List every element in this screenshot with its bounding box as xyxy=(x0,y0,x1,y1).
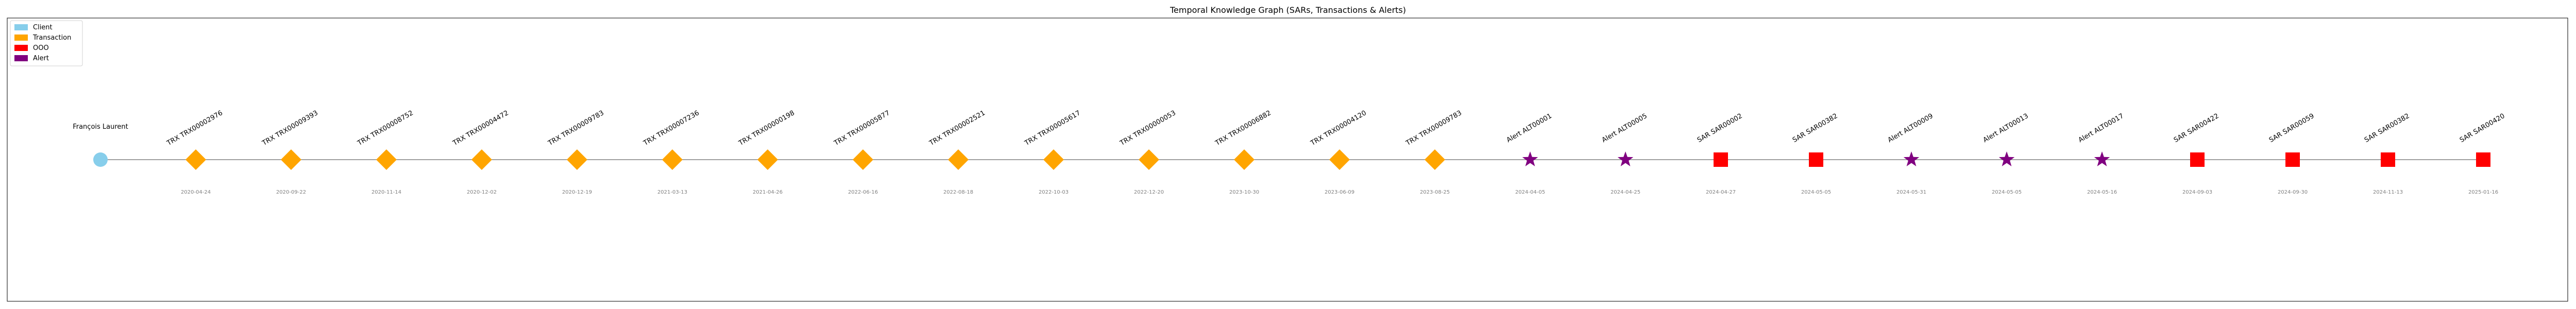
node-date-label: 2023-10-30 xyxy=(1229,190,1259,195)
transaction-node-marker xyxy=(471,149,492,170)
transaction-node-marker xyxy=(1139,149,1159,170)
transaction-node-marker xyxy=(662,149,683,170)
node-date-label: 2022-10-03 xyxy=(1039,190,1069,195)
node-date-label: 2024-05-31 xyxy=(1896,190,1926,195)
legend-box xyxy=(10,20,83,66)
node-date-label: 2021-03-13 xyxy=(657,190,687,195)
transaction-node-marker xyxy=(1234,149,1255,170)
legend-label-transaction: Transaction xyxy=(32,34,71,42)
node-date-label: 2024-04-25 xyxy=(1611,190,1640,195)
node-date-label: 2025-01-16 xyxy=(2468,190,2498,195)
transaction-node-marker xyxy=(376,149,397,170)
node-date-label: 2024-04-27 xyxy=(1706,190,1736,195)
legend-swatch-sar xyxy=(14,45,28,51)
legend-label-alert: Alert xyxy=(33,55,49,62)
node-date-label: 2020-12-02 xyxy=(467,190,497,195)
alert-node-marker xyxy=(1903,151,1920,166)
transaction-node-marker xyxy=(281,149,301,170)
sar-node-marker xyxy=(2476,152,2490,167)
node-date-label: 2024-05-05 xyxy=(1801,190,1831,195)
alert-node-marker xyxy=(1998,151,2015,166)
node-label: François Laurent xyxy=(73,123,128,131)
node-date-label: 2024-11-13 xyxy=(2373,190,2403,195)
sar-node-marker xyxy=(1809,152,1823,167)
legend-label-client: Client xyxy=(33,24,53,31)
client-node-marker xyxy=(93,152,108,167)
node-date-label: 2024-04-05 xyxy=(1515,190,1545,195)
transaction-node-marker xyxy=(1425,149,1445,170)
alert-node-marker xyxy=(1522,151,1538,166)
node-date-label: 2024-09-30 xyxy=(2278,190,2308,195)
alert-node-marker xyxy=(2094,151,2110,166)
legend-label-sar: OOO xyxy=(33,44,49,52)
node-date-label: 2023-06-09 xyxy=(1325,190,1354,195)
legend-swatch-alert xyxy=(14,55,28,61)
node-date-label: 2020-12-19 xyxy=(562,190,592,195)
sar-node-marker xyxy=(2285,152,2300,167)
node-date-label: 2024-05-16 xyxy=(2087,190,2117,195)
transaction-node-marker xyxy=(1329,149,1350,170)
sar-node-marker xyxy=(2190,152,2205,167)
node-date-label: 2020-11-14 xyxy=(371,190,401,195)
transaction-node-marker xyxy=(853,149,873,170)
legend-swatch-client xyxy=(14,24,28,30)
node-date-label: 2020-09-22 xyxy=(276,190,306,195)
transaction-node-marker xyxy=(185,149,206,170)
node-client: François Laurent xyxy=(73,123,128,167)
node-date-label: 2022-06-16 xyxy=(848,190,878,195)
node-date-label: 2024-05-05 xyxy=(1992,190,2022,195)
transaction-node-marker xyxy=(567,149,587,170)
legend-swatch-transaction xyxy=(14,35,28,41)
transaction-node-marker xyxy=(757,149,778,170)
transaction-node-marker xyxy=(1043,149,1064,170)
chart-title: Temporal Knowledge Graph (SARs, Transact… xyxy=(1170,5,1406,15)
node-date-label: 2024-09-03 xyxy=(2182,190,2212,195)
node-date-label: 2021-04-26 xyxy=(753,190,783,195)
node-date-label: 2023-08-25 xyxy=(1420,190,1450,195)
node-date-label: 2022-08-18 xyxy=(943,190,973,195)
node-date-label: 2022-12-20 xyxy=(1134,190,1164,195)
legend: Client Transaction OOO Alert xyxy=(10,20,83,66)
alert-node-marker xyxy=(1617,151,1634,166)
sar-node-marker xyxy=(2381,152,2395,167)
transaction-node-marker xyxy=(948,149,969,170)
node-date-label: 2020-04-24 xyxy=(181,190,211,195)
sar-node-marker xyxy=(1714,152,1728,167)
